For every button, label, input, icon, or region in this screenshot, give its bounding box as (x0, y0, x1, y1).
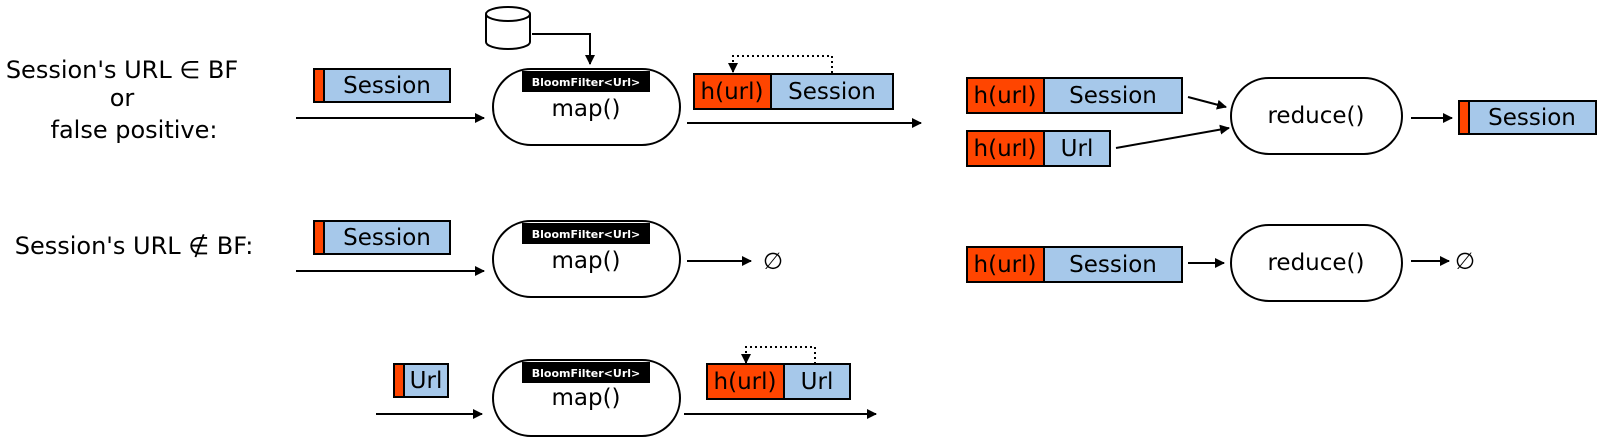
svg-text:Url: Url (1061, 136, 1094, 162)
hash-dotted-arrow-row1 (728, 55, 833, 73)
hash-url-record-row3: h(url) Url (706, 363, 851, 400)
svg-text:BloomFilter<Url>: BloomFilter<Url> (532, 228, 641, 241)
svg-text:Session: Session (343, 73, 431, 99)
reduce-node-row1: reduce() (1230, 77, 1403, 155)
map-node-row3: BloomFilter<Url> map() (492, 359, 681, 437)
svg-text:Session: Session (1488, 105, 1576, 131)
row-label-not-in-bf: Session's URL ∉ BF: (15, 232, 254, 260)
session-record-row1: Session (313, 68, 451, 103)
bloom-filter-badge-row1 (522, 71, 650, 92)
row-label-in-bf-line1: Session's URL ∈ BF (6, 56, 238, 84)
svg-text:BloomFilter<Url>: BloomFilter<Url> (532, 76, 641, 89)
reduce-node-row2: reduce() (1230, 224, 1403, 302)
map-node-row1: BloomFilter<Url> map() (492, 68, 681, 146)
svg-text:map(): map() (551, 96, 620, 122)
hash-url-record-reduce-row1: h(url) Url (966, 130, 1111, 167)
svg-text:reduce(): reduce() (1267, 250, 1364, 276)
svg-text:h(url): h(url) (974, 252, 1037, 278)
svg-text:map(): map() (551, 248, 620, 274)
session-record-row2: Session (313, 220, 451, 255)
svg-text:Session: Session (343, 225, 431, 251)
bloom-filter-badge-row3 (522, 362, 650, 383)
hash-dotted-arrow-row3 (741, 346, 816, 364)
hash-session-record-row1: h(url) Session (693, 73, 894, 110)
session-output-row1: Session (1458, 100, 1597, 135)
hash-session-record-reduce-row2: h(url) Session (966, 246, 1183, 283)
svg-text:h(url): h(url) (701, 79, 764, 105)
hash-session-record-reduce-row1: h(url) Session (966, 77, 1183, 114)
row-label-in-bf-line3: false positive: (51, 116, 218, 144)
svg-text:Url: Url (801, 369, 834, 395)
empty-set-map-row2: ∅ (763, 249, 783, 275)
svg-text:map(): map() (551, 385, 620, 411)
svg-text:reduce(): reduce() (1267, 103, 1364, 129)
svg-text:h(url): h(url) (714, 369, 777, 395)
svg-text:Url: Url (410, 368, 443, 394)
database-arrow (532, 33, 595, 65)
bloom-filter-badge-row2 (522, 223, 650, 244)
url-record-row3: Url (393, 363, 449, 398)
arrow-session-to-reduce (1187, 96, 1227, 110)
svg-text:BloomFilter<Url>: BloomFilter<Url> (532, 367, 641, 380)
svg-text:Session: Session (1069, 252, 1157, 278)
svg-text:h(url): h(url) (974, 83, 1037, 109)
svg-text:h(url): h(url) (974, 136, 1037, 162)
svg-text:Session: Session (788, 79, 876, 105)
arrow-url-to-reduce (1115, 124, 1230, 149)
empty-set-reduce-row2: ∅ (1455, 249, 1475, 275)
map-node-row2: BloomFilter<Url> map() (492, 220, 681, 298)
row-label-in-bf-line2: or (110, 84, 135, 112)
database-icon (485, 6, 531, 50)
svg-text:Session: Session (1069, 83, 1157, 109)
